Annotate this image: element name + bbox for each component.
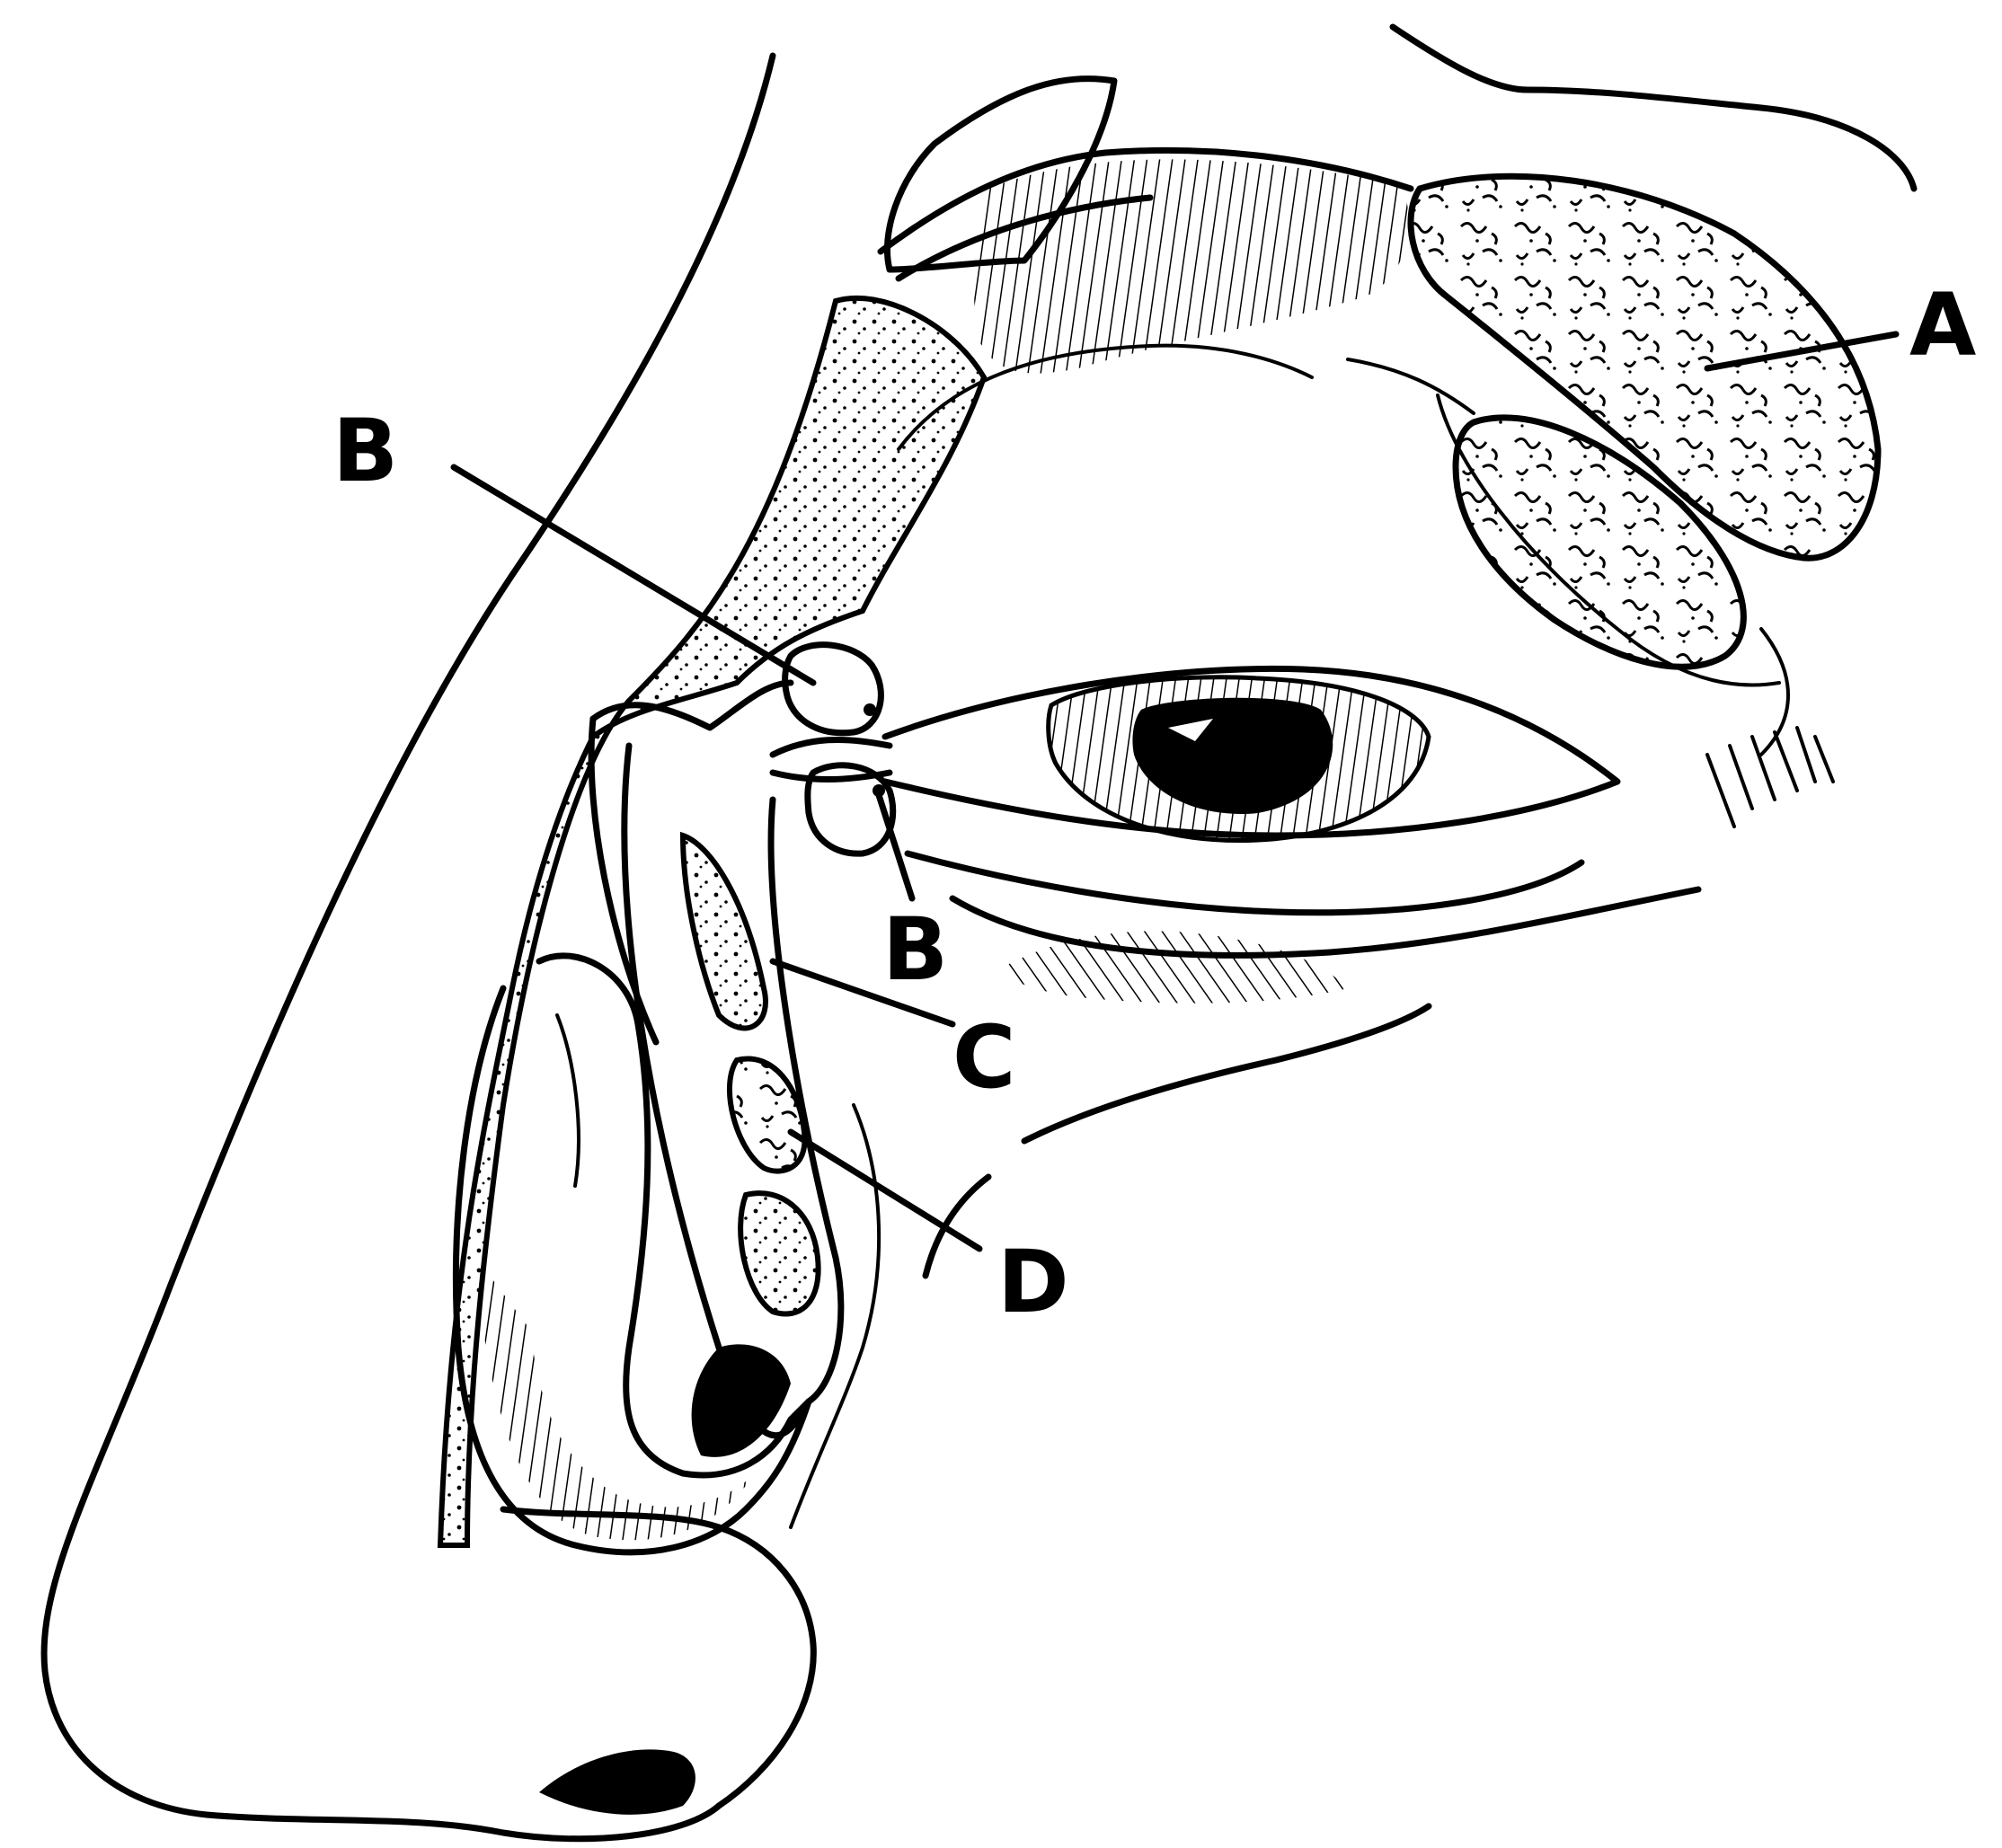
duct-segment-lower: [740, 1193, 819, 1313]
eye: [885, 668, 1617, 912]
upper-punctum: [785, 645, 881, 733]
lower-lid: [926, 889, 1698, 1276]
canaliculi: [773, 739, 890, 779]
lacrimal-gland: [1411, 176, 1878, 755]
nasolacrimal-duct: [625, 746, 879, 1527]
label-b-lower: B: [882, 899, 948, 1000]
label-d: D: [997, 1232, 1069, 1332]
label-a: A: [1909, 275, 1976, 376]
label-c: C: [952, 1007, 1015, 1108]
duct-segment-upper: [683, 836, 766, 1028]
label-b-upper: B: [332, 401, 398, 501]
